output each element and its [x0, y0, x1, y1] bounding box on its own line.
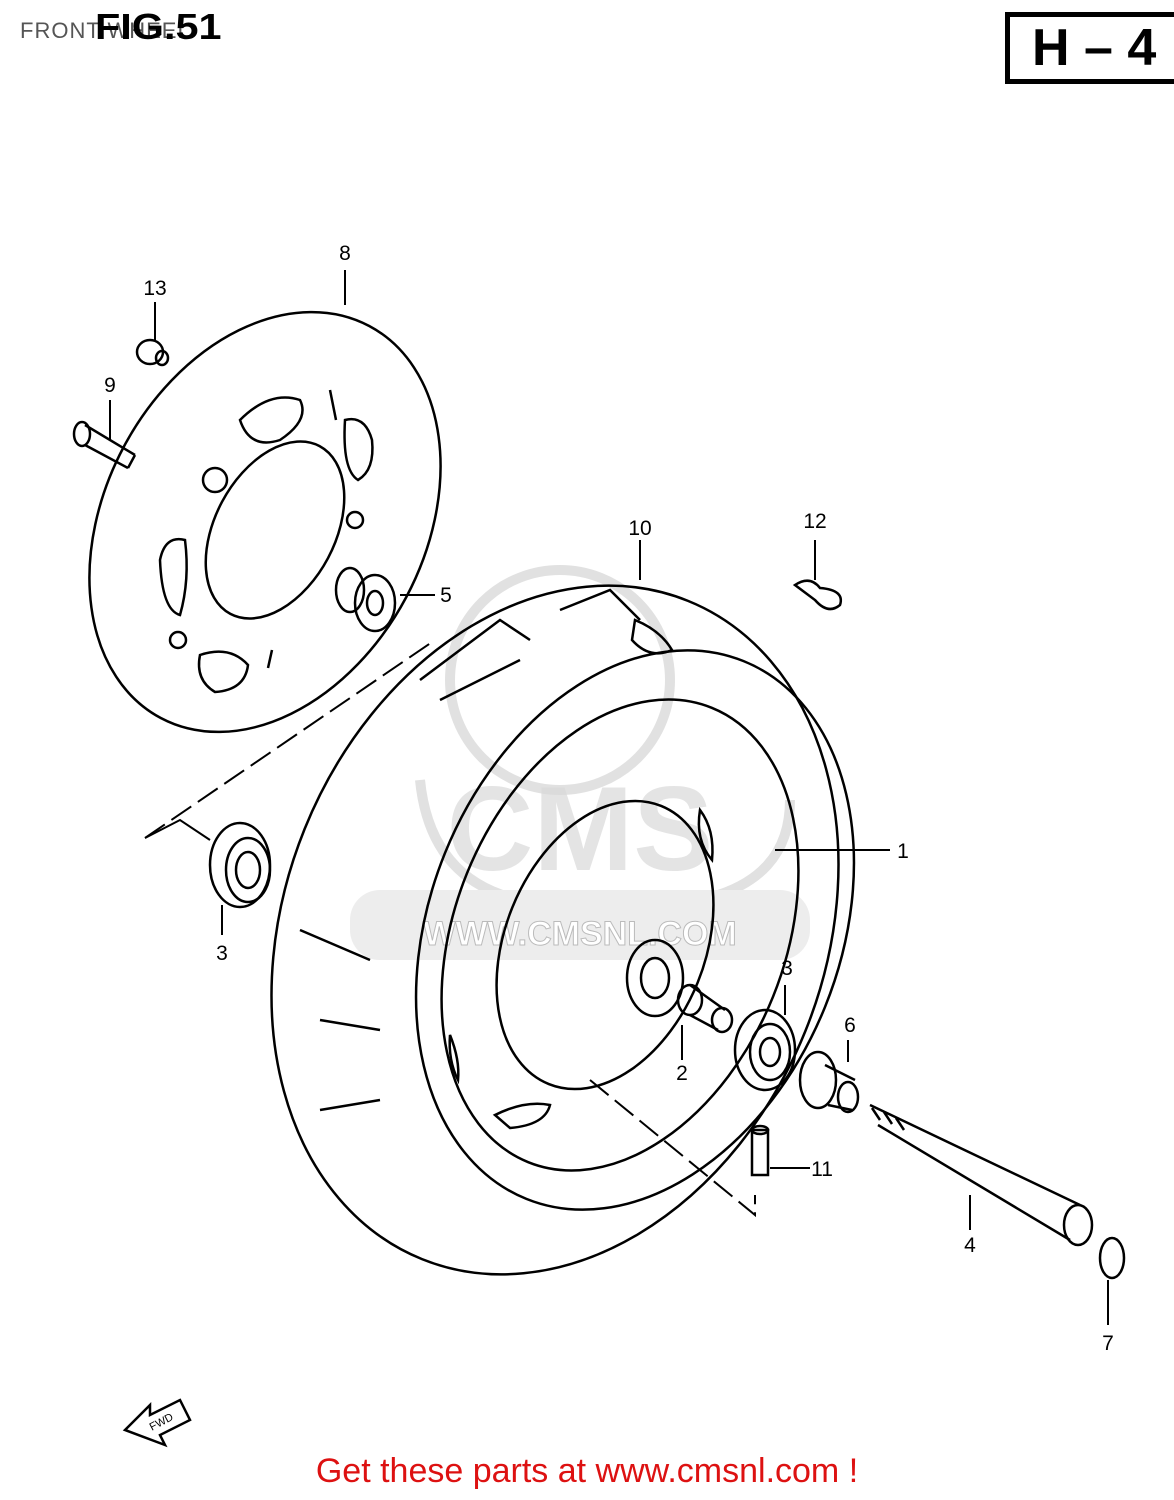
left-bearing-inner — [234, 850, 262, 890]
callout-13: 13 — [143, 277, 166, 300]
rim-outer — [414, 649, 856, 1211]
brake-disc-slot — [238, 396, 304, 444]
leader-line — [144, 818, 211, 841]
brake-disc-outline — [88, 310, 442, 734]
spacer-bore — [365, 589, 385, 617]
right-bearing — [733, 1008, 797, 1092]
callout-2: 2 — [676, 1062, 688, 1085]
brake-disc-slot — [343, 417, 374, 482]
tire-valve — [750, 1124, 770, 1177]
left-bearing — [208, 821, 272, 909]
tire-valve-cap — [750, 1124, 770, 1136]
callout-5: 5 — [440, 584, 452, 607]
right-bearing-race — [748, 1022, 792, 1082]
wheel-spoke-window — [448, 1034, 460, 1085]
leader-lines — [109, 270, 1109, 1325]
axle-spacer-end — [710, 1006, 734, 1034]
right-bearing-inner — [758, 1036, 782, 1068]
front-axle-thread — [870, 1107, 906, 1131]
brake-disc-slot-line — [328, 389, 338, 421]
callout-11: 11 — [811, 1158, 833, 1181]
wheel-clip — [792, 579, 843, 611]
forward-arrow-icon — [122, 1398, 192, 1448]
tire-tread — [419, 588, 641, 702]
right-bearing-outer — [733, 1008, 797, 1092]
watermark-banner — [350, 890, 810, 960]
watermark-brand: CMS — [447, 762, 714, 896]
axle-collar-face — [836, 1080, 860, 1114]
tire-valve-body — [750, 1128, 770, 1177]
callout-7: 7 — [1102, 1332, 1114, 1355]
spacer-front — [353, 573, 397, 633]
watermark-body — [415, 779, 795, 905]
footer-link-text[interactable]: Get these parts at www.cmsnl.com ! — [315, 1452, 859, 1490]
callout-3-left: 3 — [216, 942, 228, 965]
tire-tread — [299, 928, 381, 1112]
disc-nut — [135, 338, 170, 367]
brake-disc-slot — [158, 537, 188, 617]
callout-10: 10 — [628, 517, 651, 540]
wheel-hub — [495, 799, 715, 1091]
callout-6: 6 — [844, 1014, 856, 1037]
left-bearing-race — [224, 836, 272, 904]
front-axle-head — [1062, 1203, 1094, 1247]
front-wheel — [270, 584, 856, 1276]
hub-axle-bore — [639, 956, 671, 1000]
brake-disc-vent-hole — [168, 630, 188, 650]
wheel-spoke-window — [492, 1102, 552, 1130]
page-code-box: H – 4 — [1005, 12, 1174, 84]
brake-disc-slot-line — [266, 649, 274, 669]
brake-disc-bolt-hole — [201, 466, 229, 494]
wheel-spoke-window — [630, 618, 674, 655]
tire-outline — [270, 584, 840, 1276]
callout-4: 4 — [964, 1234, 976, 1257]
axle-collar — [798, 1050, 860, 1114]
axle-cap — [1098, 1236, 1126, 1280]
disc-bolt-head — [72, 420, 92, 448]
axle-spacer — [676, 983, 734, 1034]
callout-9: 9 — [104, 374, 116, 397]
leader-line — [589, 1079, 756, 1218]
leader-line — [144, 639, 436, 839]
front-axle-shaft — [869, 1103, 1081, 1242]
watermark-url: WWW.CMSNL.COM — [423, 915, 737, 953]
watermark-helmet — [445, 565, 675, 795]
callout-1: 1 — [897, 840, 909, 863]
front-axle — [869, 1103, 1094, 1247]
hub-bearing-seat — [625, 938, 685, 1018]
disc-nut-face — [154, 349, 170, 367]
brake-disc — [88, 310, 442, 734]
section-title: FRONT WHEEL — [20, 18, 191, 43]
callout-8: 8 — [339, 242, 351, 265]
brake-disc-center-hole — [204, 440, 346, 620]
watermark — [350, 565, 810, 960]
figure-label: FIG.51 — [95, 6, 222, 47]
spacer — [334, 566, 397, 633]
callout-12: 12 — [803, 510, 826, 533]
spacer-back — [334, 566, 366, 614]
brake-disc-vent-hole — [345, 510, 365, 530]
brake-disc-slot — [197, 650, 250, 694]
forward-arrow: FWD — [122, 1398, 192, 1448]
axle-collar-flange — [798, 1050, 838, 1110]
rim-inner — [440, 698, 800, 1172]
wheel-spoke-window — [697, 806, 714, 864]
callout-3-right: 3 — [781, 957, 793, 980]
